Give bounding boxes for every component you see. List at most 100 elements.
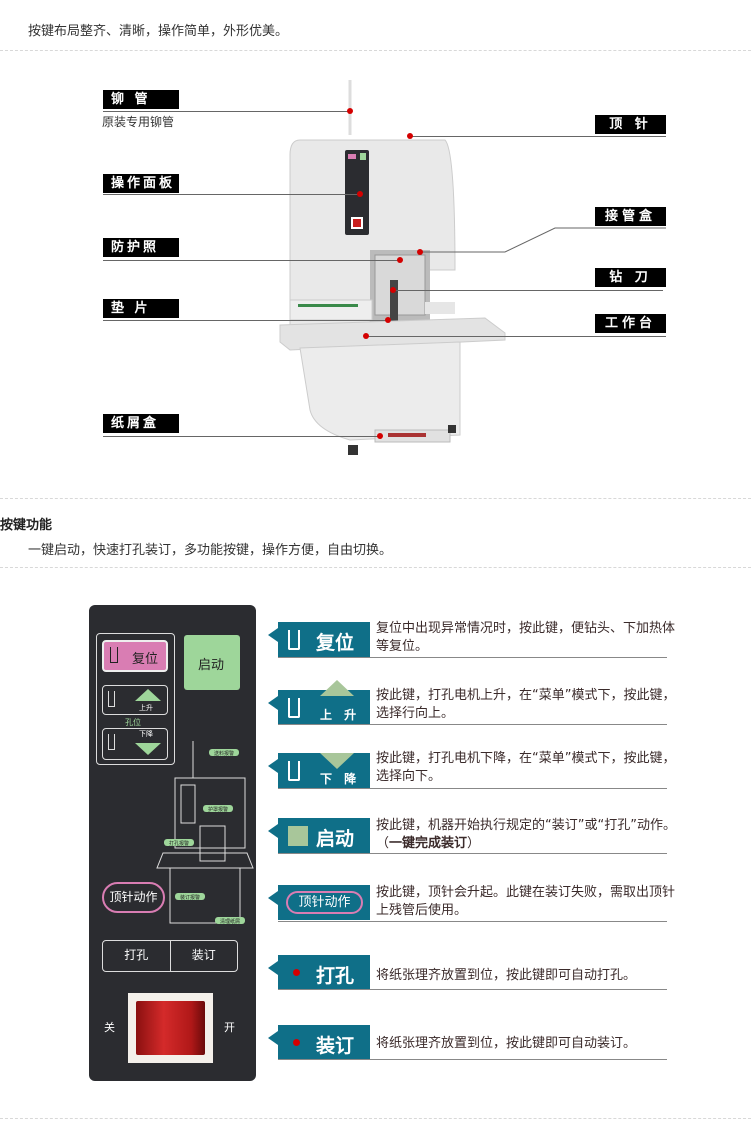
- leader-line: [103, 260, 400, 261]
- function-tab-pin-action: 顶针动作: [268, 885, 370, 920]
- divider: [0, 1118, 751, 1119]
- wrench-icon: [110, 647, 118, 663]
- leader-line: [103, 111, 350, 112]
- marker-dot: [407, 133, 413, 139]
- function-desc: 按此键，顶针会升起。此键在装订失败，需取出顶针上残管后使用。: [376, 885, 676, 918]
- function-tab-up: 上 升: [268, 680, 370, 725]
- marker-dot: [417, 249, 423, 255]
- power-rocker: [136, 1001, 205, 1055]
- function-desc: 按此键，打孔电机上升，在“菜单”模式下，按此键，选择行向上。: [376, 688, 676, 721]
- binding-machine-image: [279, 80, 506, 455]
- off-label: 关: [104, 1021, 115, 1034]
- divider: [0, 498, 751, 499]
- intro-text: 按键布局整齐、清晰，操作简单，外形优美。: [28, 24, 289, 39]
- reset-key-label: 复位: [132, 652, 159, 667]
- label-control-panel: 操作面板: [103, 174, 179, 193]
- down-key-label: 下降: [139, 730, 153, 738]
- pin-action-key: 顶针动作: [102, 882, 165, 913]
- leader-line: [410, 136, 666, 137]
- leader-line: [420, 227, 666, 253]
- wrench-icon: [108, 734, 115, 750]
- start-square-icon: [288, 826, 308, 846]
- function-label: 下 降: [320, 772, 361, 786]
- marker-dot: [377, 433, 383, 439]
- function-desc-text: 按此键，机器开始执行规定的“装订”或“打孔”动作。（: [376, 818, 676, 851]
- function-tab-punch: 打孔: [268, 955, 370, 990]
- up-key-label: 上升: [139, 704, 153, 712]
- function-desc-end: ）: [467, 836, 481, 851]
- reset-key: 复位: [102, 640, 168, 672]
- label-rivet-tube: 铆 管: [103, 90, 179, 109]
- marker-dot: [397, 257, 403, 263]
- function-tab-reset: 复位: [268, 622, 370, 657]
- leader-line: [103, 320, 388, 321]
- label-tube-box: 接管盒: [595, 207, 666, 226]
- red-dot-icon: [293, 969, 300, 976]
- section-title: 按键功能: [0, 518, 53, 533]
- function-desc: 按此键，打孔电机下降，在“菜单”模式下，按此键，选择向下。: [376, 751, 676, 784]
- label-worktable: 工作台: [595, 314, 666, 333]
- up-key: 上升: [102, 685, 168, 715]
- divider: [0, 567, 751, 568]
- divider: [0, 50, 751, 51]
- marker-dot: [357, 191, 363, 197]
- function-tab-start: 启动: [268, 818, 370, 853]
- alarm-bind-label: 装订报警: [180, 894, 200, 901]
- down-arrow-icon: [135, 743, 161, 755]
- divider: [278, 921, 667, 922]
- leader-line: [366, 336, 666, 337]
- label-pad: 垫 片: [103, 299, 179, 318]
- start-key: 启动: [184, 635, 240, 690]
- rivet-tube-note: 原装专用铆管: [102, 115, 175, 129]
- power-switch: [128, 993, 213, 1063]
- alarm-clean-label: 清理纸屑: [220, 918, 240, 925]
- function-label: 打孔: [316, 965, 355, 987]
- start-key-label: 启动: [198, 658, 225, 673]
- up-arrow-icon: [135, 689, 161, 701]
- divider: [278, 657, 667, 658]
- function-label: 复位: [316, 632, 355, 654]
- function-label: 启动: [316, 828, 355, 850]
- up-arrow-icon: [320, 680, 354, 696]
- leader-line: [103, 436, 380, 437]
- divider: [278, 853, 667, 854]
- red-dot-icon: [293, 1039, 300, 1046]
- function-desc: 按此键，机器开始执行规定的“装订”或“打孔”动作。（一键完成装订）: [376, 817, 676, 853]
- divider: [278, 1059, 667, 1060]
- wrench-icon: [288, 698, 300, 718]
- wrench-icon: [288, 630, 300, 650]
- alarm-guard-label: 护罩报警: [208, 806, 228, 813]
- leader-line: [393, 290, 663, 291]
- marker-dot: [363, 333, 369, 339]
- on-label: 开: [224, 1021, 235, 1034]
- function-desc: 将纸张理齐放置到位，按此键即可自动打孔。: [376, 968, 637, 983]
- function-label: 顶针动作: [286, 891, 363, 914]
- wrench-icon: [288, 761, 300, 781]
- marker-dot: [347, 108, 353, 114]
- marker-dot: [390, 287, 396, 293]
- function-label: 装订: [316, 1035, 355, 1057]
- control-panel-image: 复位 启动 上升 孔位 下降 送料报警 护罩报警 打孔报警 装订报警 清理纸屑 …: [89, 605, 256, 1081]
- hole-position-label: 孔位: [125, 718, 141, 727]
- alarm-feed-label: 送料报警: [214, 750, 234, 757]
- divider: [278, 788, 667, 789]
- function-desc-bold: 一键完成装订: [389, 836, 468, 851]
- function-desc: 复位中出现异常情况时，按此键，便钻头、下加热体等复位。: [376, 621, 676, 654]
- function-label: 上 升: [320, 708, 361, 722]
- marker-dot: [385, 317, 391, 323]
- label-guard: 防护照: [103, 238, 179, 257]
- wrench-icon: [108, 691, 115, 707]
- bind-key: 装订: [191, 948, 216, 962]
- divider: [278, 724, 667, 725]
- down-key: 下降: [102, 728, 168, 760]
- function-tab-down: 下 降: [268, 753, 370, 788]
- section-subtitle: 一键启动，快速打孔装订，多功能按键，操作方便，自由切换。: [28, 543, 393, 558]
- leader-line: [103, 194, 360, 195]
- mode-keys: 打孔 装订: [102, 940, 238, 972]
- button-group-frame: [96, 633, 175, 765]
- down-arrow-icon: [320, 753, 354, 769]
- label-top-pin: 顶 针: [595, 115, 666, 134]
- function-tab-bind: 装订: [268, 1025, 370, 1060]
- function-desc: 将纸张理齐放置到位，按此键即可自动装订。: [376, 1036, 637, 1051]
- punch-key: 打孔: [103, 941, 171, 971]
